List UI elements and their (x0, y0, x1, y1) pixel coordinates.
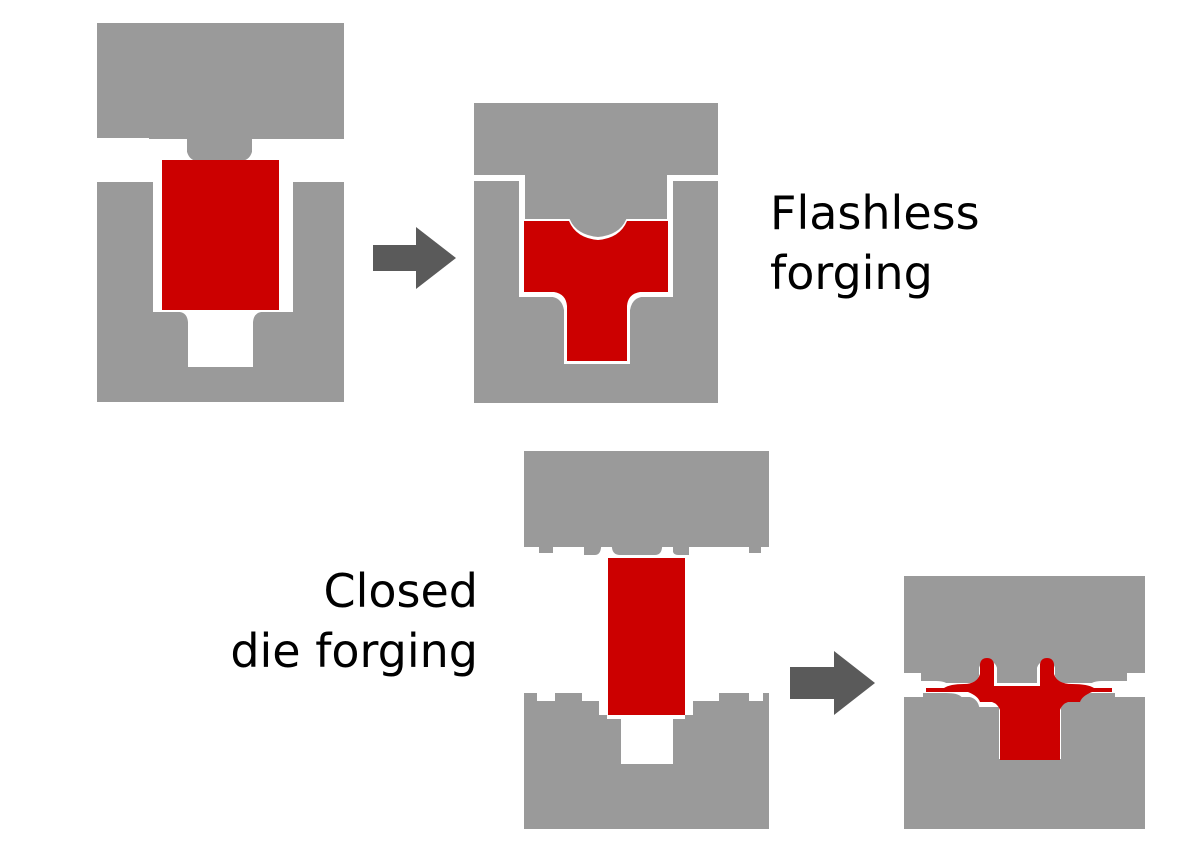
flashless-before-billet (162, 160, 279, 310)
flashless-after-lower-die (472, 179, 720, 405)
closed-die-forging-label: Closed die forging (230, 561, 478, 681)
closed-die-label-line1: Closed (323, 564, 478, 618)
closed-die-before (522, 449, 771, 831)
flashless-process-arrow (373, 227, 456, 289)
closed-die-label-line2: die forging (230, 624, 478, 678)
closed-die-before-upper-die (522, 449, 771, 557)
flashless-forging-label: Flashless forging (770, 183, 980, 303)
closed-die-before-lower-die (522, 691, 771, 831)
flashless-after-upper-die (472, 101, 720, 240)
closed-die-before-billet (608, 558, 685, 715)
closed-die-after-upper-die (902, 574, 1147, 685)
closed-die-process-arrow (790, 651, 875, 715)
flashless-after-forged-part (524, 221, 668, 361)
closed-die-after-forged-part (926, 658, 1112, 760)
flashless-before-lower-die (95, 180, 346, 404)
closed-die-after (902, 574, 1147, 831)
flashless-label-line2: forging (770, 246, 933, 300)
flashless-before-upper-die (95, 21, 346, 163)
flashless-before (95, 21, 346, 404)
flashless-label-line1: Flashless (770, 186, 980, 240)
flashless-after (472, 101, 720, 405)
